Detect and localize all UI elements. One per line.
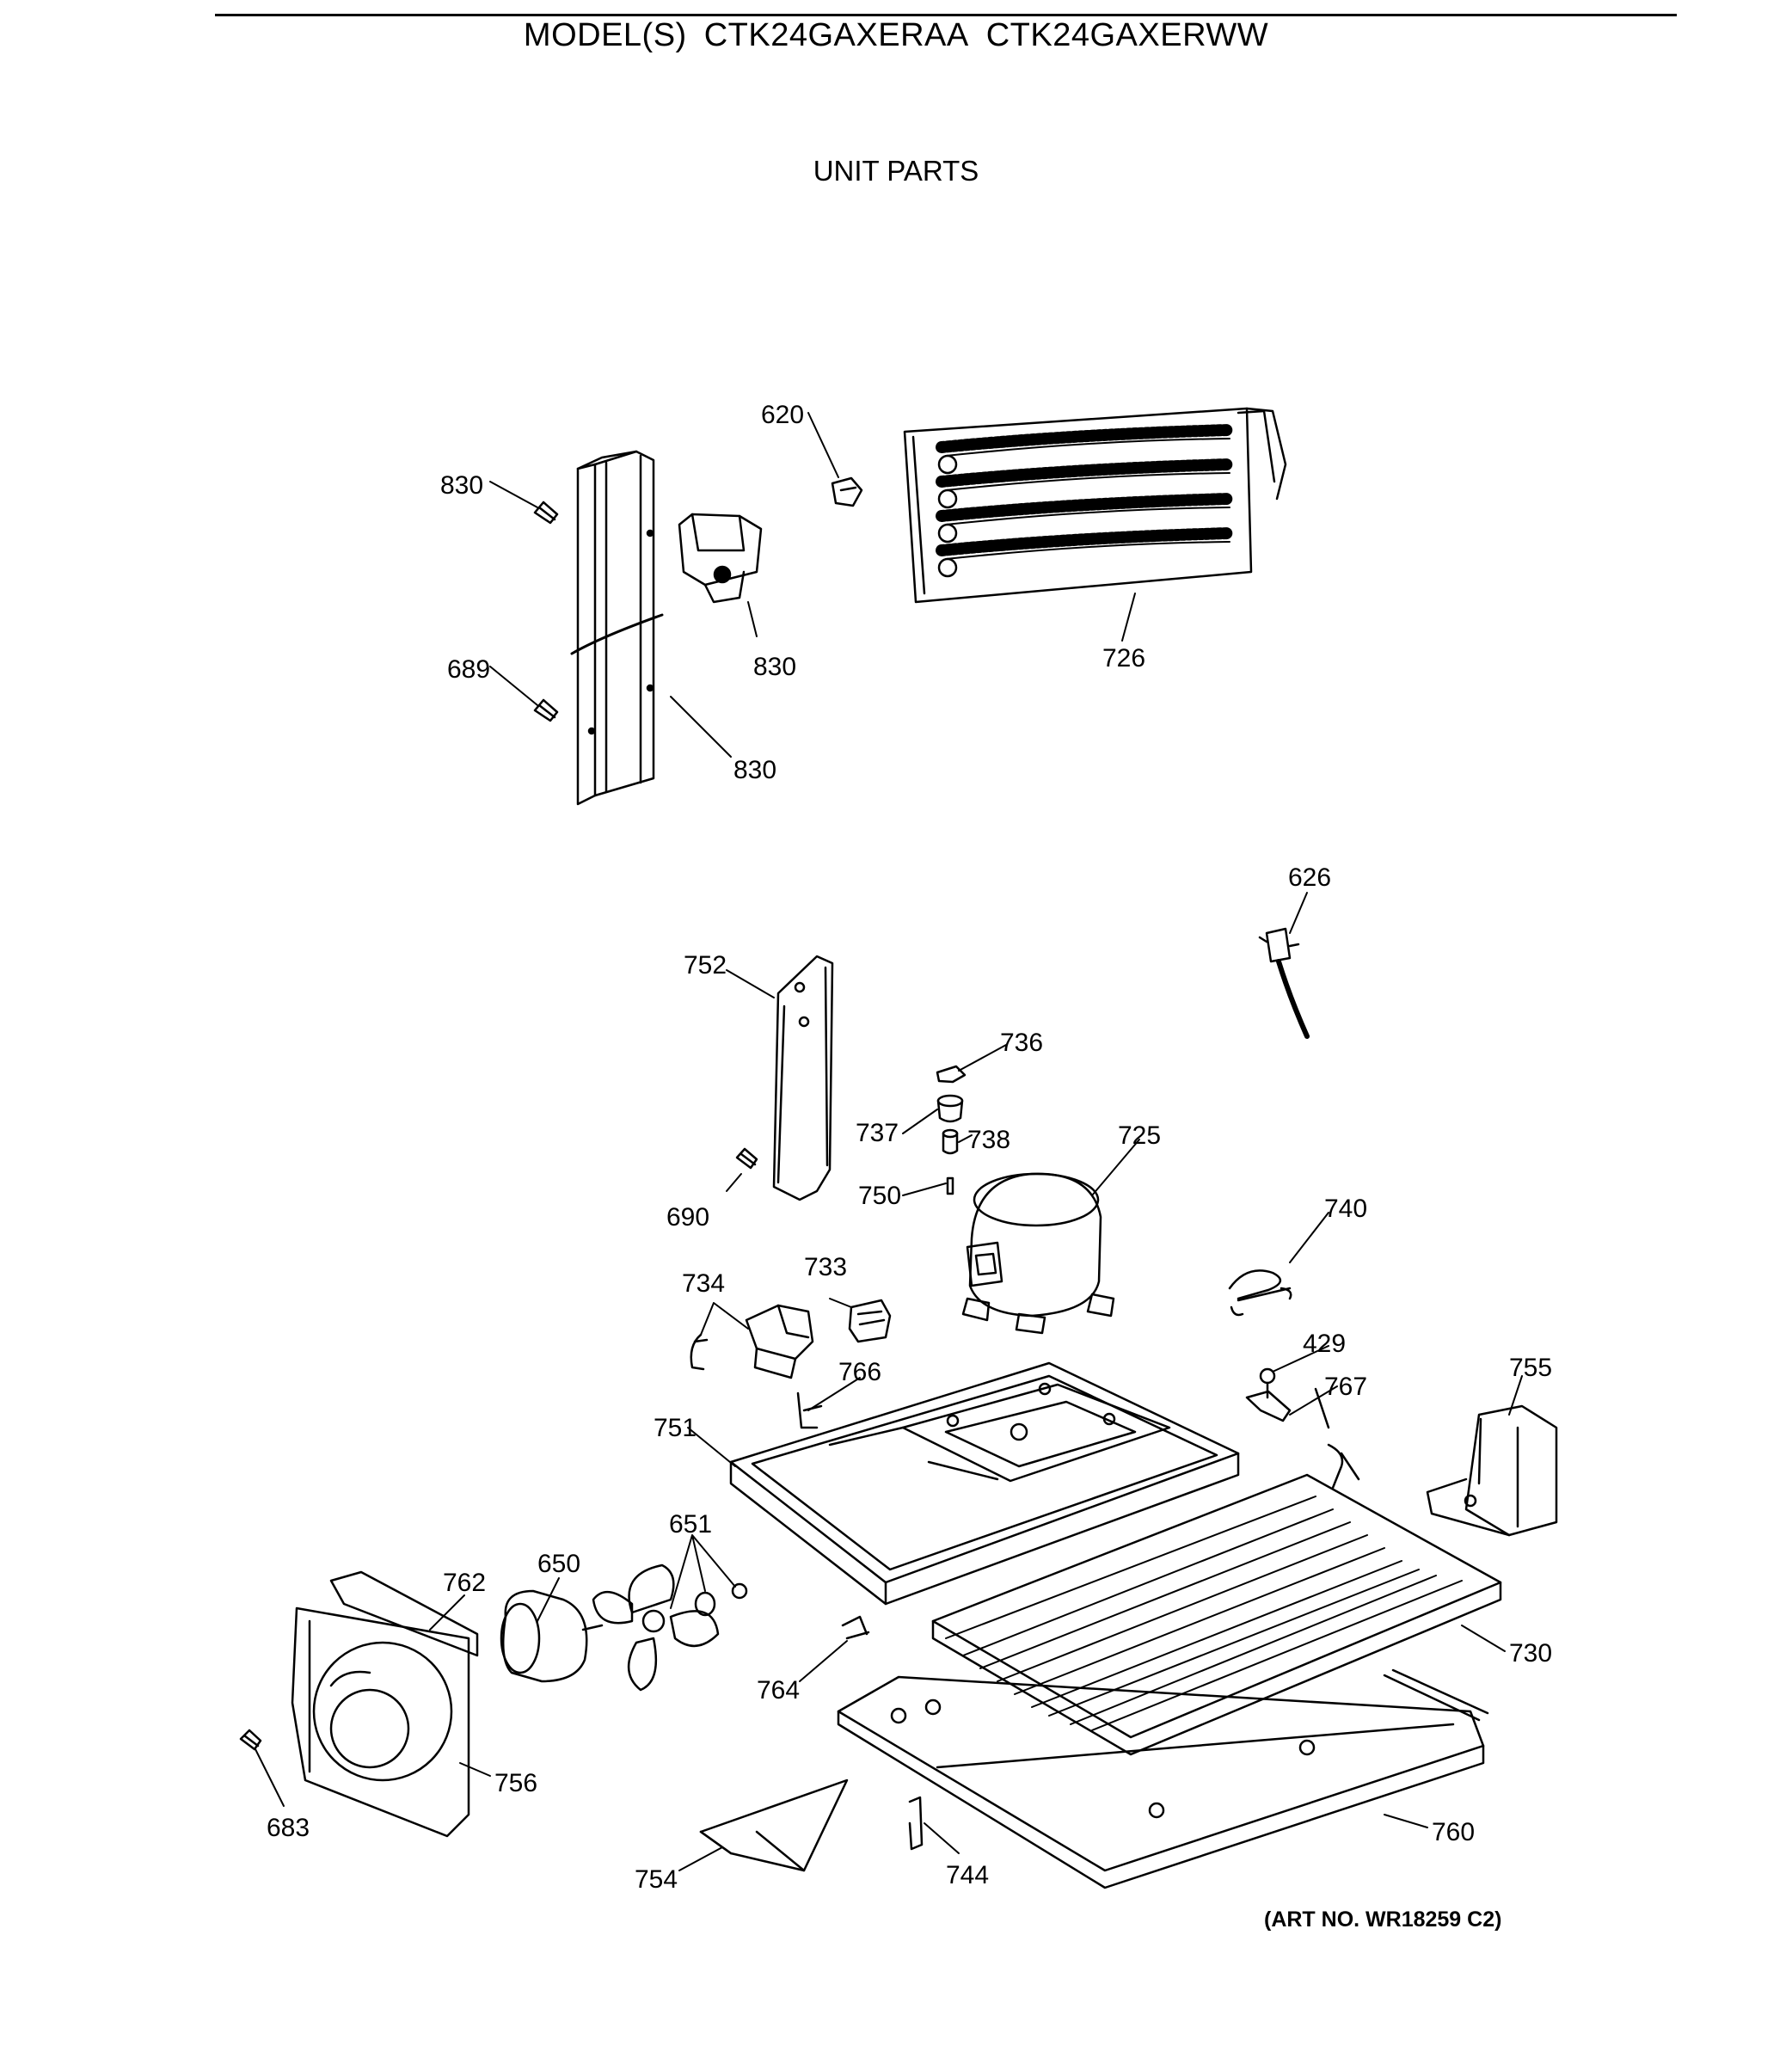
callout-725: 725 — [1118, 1121, 1161, 1150]
callout-750: 750 — [858, 1182, 901, 1210]
models-label: MODEL(S) — [523, 17, 687, 53]
callout-626: 626 — [1288, 863, 1331, 892]
model-number-1: CTK24GAXERAA — [703, 17, 969, 53]
model-title: MODEL(S) CTK24GAXERAA CTK24GAXERWW — [0, 17, 1792, 54]
clip-734 — [690, 1333, 709, 1371]
shroud-756 — [291, 1606, 470, 1838]
heater-740 — [1228, 1269, 1292, 1317]
stud-750 — [946, 1176, 954, 1195]
callout-730: 730 — [1509, 1639, 1552, 1668]
callout-labels: 830 830 830 689 620 726 626 752 736 737 … — [267, 401, 1552, 1894]
tray-751 — [729, 1361, 1240, 1606]
callout-744: 744 — [946, 1861, 989, 1889]
callout-726: 726 — [1102, 644, 1145, 673]
fan-motor-650 — [500, 1589, 604, 1683]
bracket-767 — [1245, 1390, 1292, 1422]
callout-733: 733 — [804, 1253, 847, 1281]
screw-429 — [1259, 1367, 1276, 1399]
top-rule — [215, 14, 1677, 16]
clip-764 — [841, 1615, 870, 1640]
grommet-737 — [936, 1094, 964, 1123]
clip-744 — [908, 1796, 924, 1851]
callout-756: 756 — [494, 1769, 537, 1797]
callout-755: 755 — [1509, 1354, 1552, 1382]
screw-830 — [533, 501, 559, 525]
callout-830-channel: 830 — [733, 756, 776, 784]
callout-740: 740 — [1324, 1195, 1367, 1223]
evaporator-726 — [903, 407, 1287, 604]
callout-738: 738 — [967, 1126, 1010, 1154]
callout-650: 650 — [537, 1550, 580, 1578]
relay-734 — [745, 1304, 814, 1379]
grommet-620 — [831, 476, 863, 507]
callout-736: 736 — [1000, 1029, 1043, 1057]
callout-754: 754 — [635, 1865, 678, 1894]
screw-690 — [735, 1147, 758, 1170]
callout-830-bracket: 830 — [753, 653, 796, 681]
vertical-channel-part — [570, 450, 664, 806]
fan-blade-651 — [592, 1563, 720, 1692]
callout-690: 690 — [666, 1203, 709, 1232]
callout-762: 762 — [443, 1569, 486, 1597]
callout-689: 689 — [447, 655, 490, 684]
leader-lines — [255, 412, 1523, 1871]
model-number-2: CTK24GAXERWW — [985, 17, 1269, 53]
condenser-730 — [931, 1387, 1502, 1756]
callout-766: 766 — [838, 1358, 881, 1386]
callout-651: 651 — [669, 1510, 712, 1539]
callout-429: 429 — [1303, 1330, 1346, 1358]
callout-760: 760 — [1432, 1818, 1475, 1846]
callout-751: 751 — [654, 1414, 697, 1442]
part-736 — [936, 1065, 967, 1084]
bracket-752 — [772, 955, 834, 1201]
callout-620: 620 — [761, 401, 804, 429]
screw-683 — [239, 1729, 262, 1751]
callout-752: 752 — [684, 951, 727, 980]
art-number: (ART NO. WR18259 C2) — [1264, 1907, 1502, 1932]
block-755 — [1426, 1404, 1558, 1537]
cover-754 — [699, 1778, 849, 1872]
callout-734: 734 — [682, 1269, 725, 1298]
sensor-626 — [1258, 927, 1310, 1039]
gasket-762 — [329, 1570, 479, 1657]
pan-760 — [837, 1668, 1489, 1889]
overload-733 — [848, 1299, 892, 1343]
screw-689 — [533, 698, 559, 722]
washer-651 — [694, 1582, 748, 1617]
callout-830-screw: 830 — [440, 471, 483, 500]
callout-764: 764 — [757, 1676, 800, 1705]
callout-737: 737 — [856, 1119, 899, 1147]
bracket-830 — [678, 513, 763, 604]
section-title: UNIT PARTS — [813, 155, 979, 187]
callout-683: 683 — [267, 1814, 310, 1842]
callout-767: 767 — [1324, 1373, 1367, 1401]
compressor-725 — [961, 1172, 1115, 1335]
sleeve-738 — [942, 1128, 959, 1155]
